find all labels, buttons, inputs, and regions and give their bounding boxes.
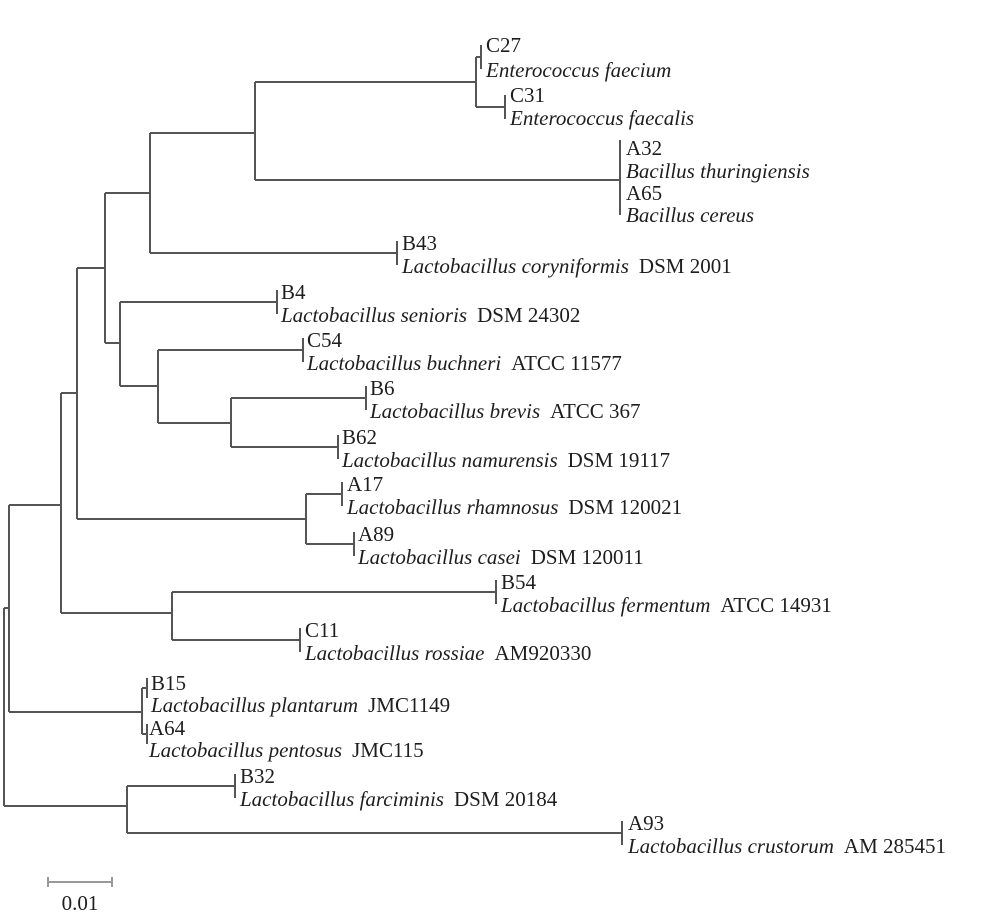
species-name: Lactobacillus casei xyxy=(357,545,521,569)
strain-id: AM920330 xyxy=(494,641,591,665)
strain-id: DSM 2001 xyxy=(639,254,732,278)
isolate-code: A32 xyxy=(626,136,662,160)
taxon-name: Lactobacillus plantarum JMC1149 xyxy=(150,693,450,717)
isolate-code: B15 xyxy=(151,671,186,695)
taxon-name: Lactobacillus namurensis DSM 19117 xyxy=(341,448,670,472)
isolate-code: A93 xyxy=(628,811,664,835)
scale-bar-label: 0.01 xyxy=(62,891,99,915)
taxon-name: Enterococcus faecium xyxy=(485,58,671,82)
species-name: Lactobacillus fermentum xyxy=(500,593,710,617)
isolate-code: A89 xyxy=(358,522,394,546)
isolate-code: A17 xyxy=(347,472,383,496)
strain-id: DSM 19117 xyxy=(568,448,671,472)
species-name: Enterococcus faecalis xyxy=(509,106,694,130)
isolate-code: B32 xyxy=(240,764,275,788)
strain-id: JMC115 xyxy=(352,738,424,762)
taxon-name: Lactobacillus farciminis DSM 20184 xyxy=(239,787,558,811)
species-name: Bacillus thuringiensis xyxy=(626,159,810,183)
strain-id: DSM 24302 xyxy=(477,303,580,327)
species-name: Lactobacillus farciminis xyxy=(239,787,444,811)
taxon-name: Lactobacillus rossiae AM920330 xyxy=(304,641,591,665)
isolate-code: A65 xyxy=(626,181,662,205)
scale-bar: 0.01 xyxy=(47,877,113,915)
species-name: Lactobacillus plantarum xyxy=(150,693,358,717)
taxon-name: Lactobacillus rhamnosus DSM 120021 xyxy=(346,495,682,519)
strain-id: DSM 20184 xyxy=(454,787,558,811)
species-name: Lactobacillus buchneri xyxy=(306,351,501,375)
taxon-name: Bacillus cereus xyxy=(626,203,754,227)
strain-id: DSM 120011 xyxy=(531,545,644,569)
taxon-name: Enterococcus faecalis xyxy=(509,106,694,130)
taxon-name: Lactobacillus pentosus JMC115 xyxy=(148,738,424,762)
taxon-name: Bacillus thuringiensis xyxy=(626,159,810,183)
species-name: Lactobacillus brevis xyxy=(369,399,540,423)
strain-id: ATCC 11577 xyxy=(511,351,622,375)
taxon-name: Lactobacillus buchneri ATCC 11577 xyxy=(306,351,622,375)
species-name: Lactobacillus coryniformis xyxy=(401,254,629,278)
strain-id: ATCC 14931 xyxy=(720,593,831,617)
strain-id: AM 285451 xyxy=(844,834,946,858)
isolate-code: C31 xyxy=(510,83,545,107)
species-name: Lactobacillus crustorum xyxy=(627,834,834,858)
species-name: Enterococcus faecium xyxy=(485,58,671,82)
isolate-code: B43 xyxy=(402,231,437,255)
taxon-name: Lactobacillus casei DSM 120011 xyxy=(357,545,644,569)
isolate-code: A64 xyxy=(149,716,186,740)
strain-id: DSM 120021 xyxy=(568,495,682,519)
isolate-code: C54 xyxy=(307,328,343,352)
tree-branches xyxy=(3,45,623,845)
species-name: Bacillus cereus xyxy=(626,203,754,227)
isolate-code: C11 xyxy=(305,618,339,642)
isolate-code: B6 xyxy=(370,376,395,400)
isolate-code: C27 xyxy=(486,33,521,57)
isolate-code: B4 xyxy=(281,280,306,304)
species-name: Lactobacillus namurensis xyxy=(341,448,558,472)
taxon-name: Lactobacillus brevis ATCC 367 xyxy=(369,399,641,423)
species-name: Lactobacillus rhamnosus xyxy=(346,495,558,519)
species-name: Lactobacillus rossiae xyxy=(304,641,484,665)
isolate-code: B62 xyxy=(342,425,377,449)
taxon-name: Lactobacillus senioris DSM 24302 xyxy=(280,303,580,327)
taxon-name: Lactobacillus crustorum AM 285451 xyxy=(627,834,946,858)
taxon-name: Lactobacillus coryniformis DSM 2001 xyxy=(401,254,732,278)
isolate-code: B54 xyxy=(501,570,537,594)
species-name: Lactobacillus pentosus xyxy=(148,738,342,762)
strain-id: JMC1149 xyxy=(368,693,450,717)
taxon-name: Lactobacillus fermentum ATCC 14931 xyxy=(500,593,832,617)
strain-id: ATCC 367 xyxy=(550,399,640,423)
species-name: Lactobacillus senioris xyxy=(280,303,467,327)
